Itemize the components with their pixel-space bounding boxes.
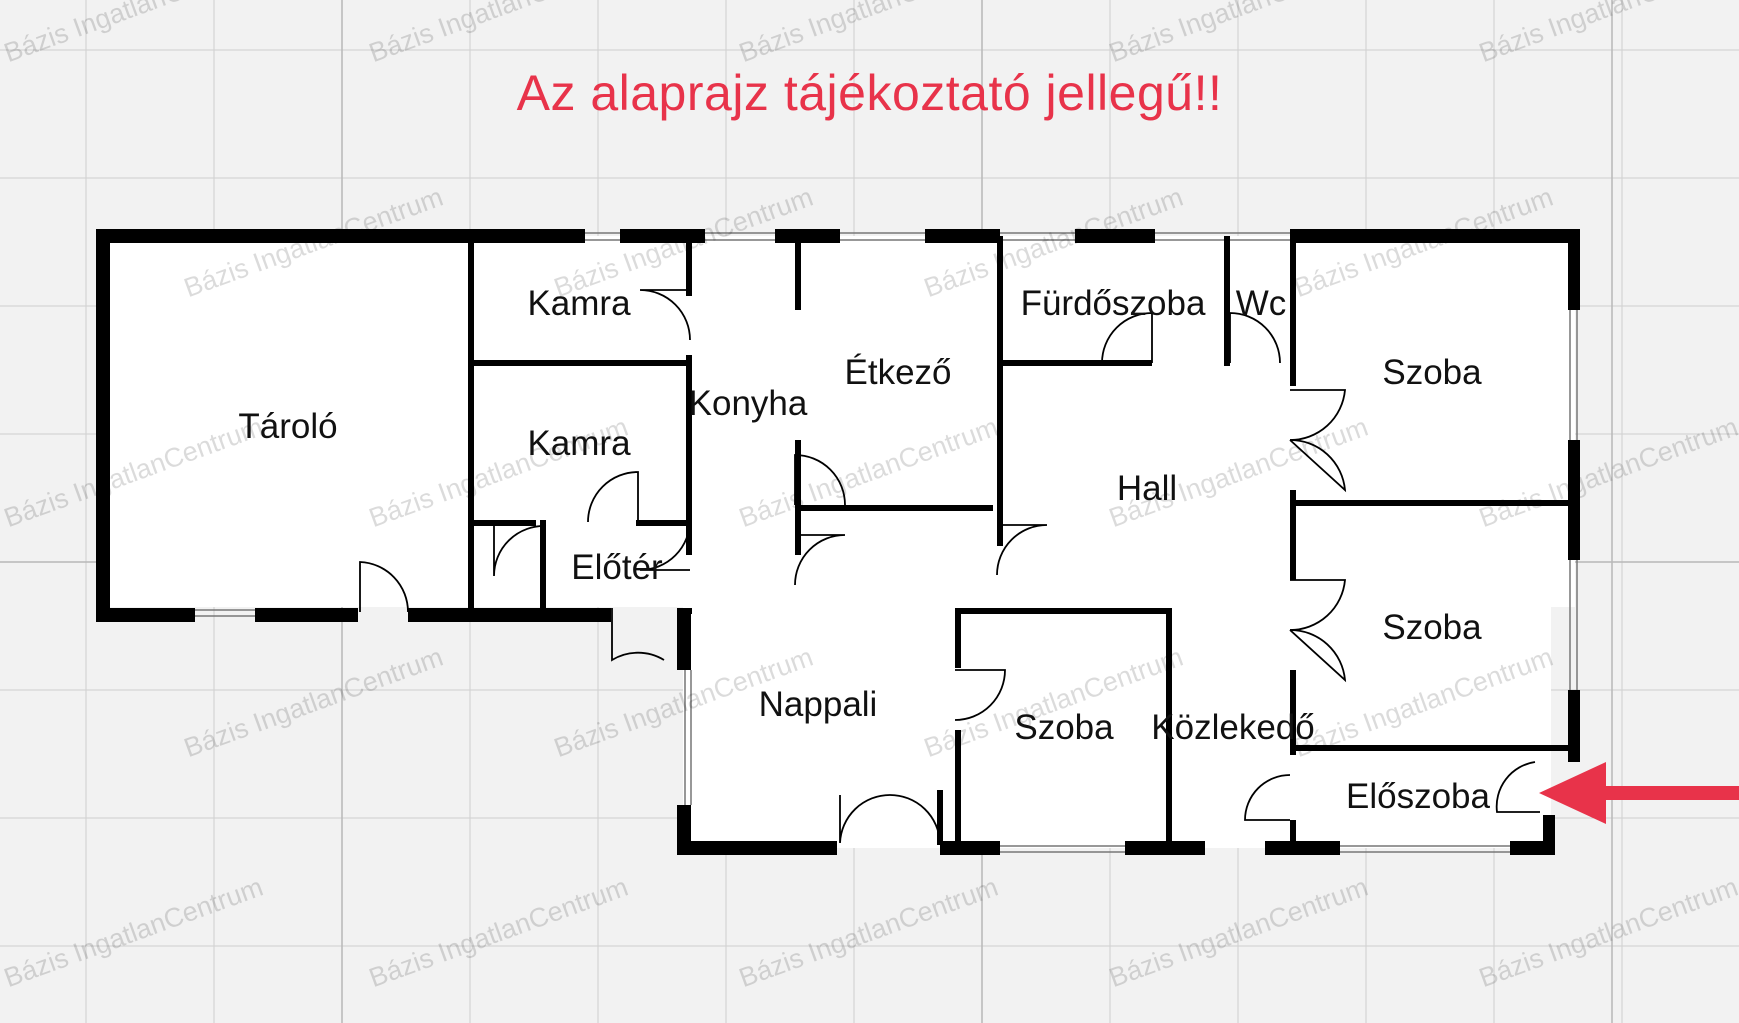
room-label-szoba-upper: Szoba — [1382, 353, 1482, 392]
floor-area — [101, 236, 1575, 848]
room-label-kozlekedo: Közlekedő — [1151, 708, 1315, 747]
disclaimer-title: Az alaprajz tájékoztató jellegű!! — [516, 65, 1223, 121]
room-label-kamra-top: Kamra — [527, 284, 631, 323]
room-label-szoba-lower: Szoba — [1014, 708, 1114, 747]
room-label-etkezo: Étkező — [844, 353, 952, 392]
doors — [359, 289, 1540, 844]
interior-walls — [468, 236, 1574, 850]
room-label-eloszoba: Előszoba — [1346, 777, 1490, 816]
room-label-furdoszoba: Fürdőszoba — [1020, 284, 1206, 323]
exterior-walls — [96, 229, 1580, 855]
room-label-kamra-mid: Kamra — [527, 424, 631, 463]
room-label-eloter: Előtér — [571, 548, 663, 587]
room-label-wc: Wc — [1235, 284, 1287, 323]
room-label-nappali: Nappali — [758, 685, 878, 724]
room-label-tarolo: Tároló — [238, 407, 338, 446]
arrow-left-icon — [1539, 762, 1739, 824]
room-label-szoba-middle: Szoba — [1382, 608, 1482, 647]
room-label-konyha: Konyha — [688, 384, 808, 423]
windows — [195, 232, 1578, 853]
room-label-hall: Hall — [1116, 469, 1178, 508]
